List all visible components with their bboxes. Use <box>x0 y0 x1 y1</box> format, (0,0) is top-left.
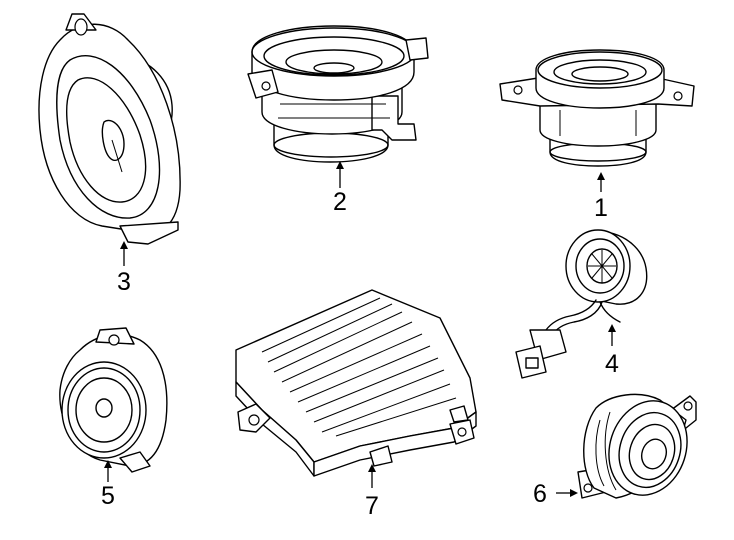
speaker-cylinder-part-6 <box>556 393 697 499</box>
callout-2: 2 <box>333 188 347 216</box>
callout-4: 4 <box>605 350 619 378</box>
speaker-flanged-part-1 <box>499 49 695 192</box>
amplifier-part-7 <box>235 289 477 488</box>
speaker-small-part-5 <box>59 327 168 482</box>
callout-1: 1 <box>594 194 608 222</box>
tweeter-part-4 <box>515 229 648 379</box>
speaker-round-part-2 <box>247 25 429 188</box>
callout-7: 7 <box>365 492 379 520</box>
callout-5: 5 <box>101 482 115 510</box>
speaker-oval-part-3 <box>38 13 181 266</box>
callout-6: 6 <box>533 480 547 508</box>
callout-3: 3 <box>117 268 131 296</box>
